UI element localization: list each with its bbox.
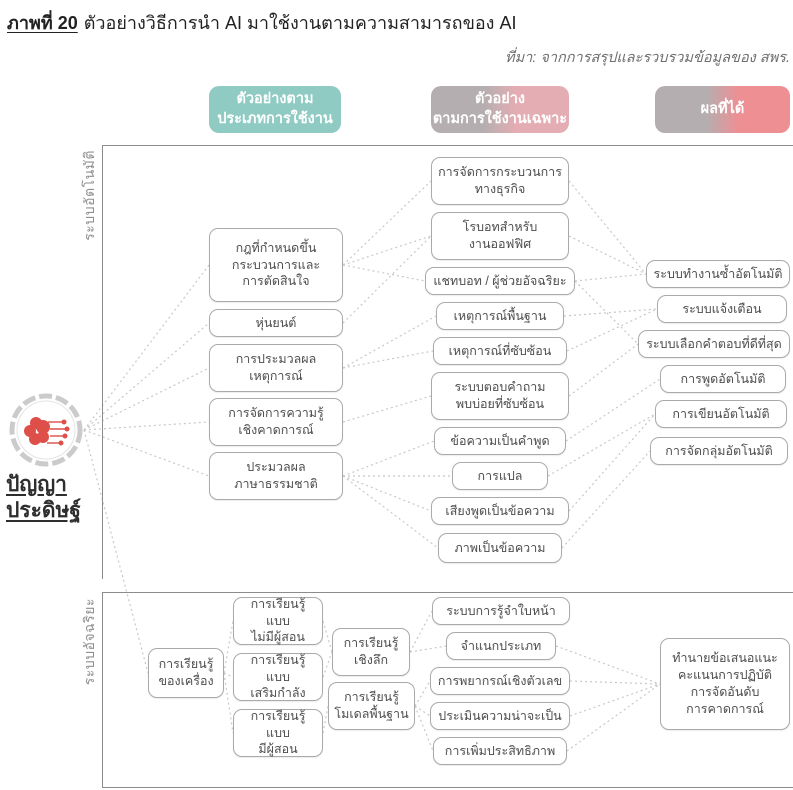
type-node-deep-learning: การเรียนรู้ เชิงลึก — [332, 628, 410, 676]
usage-node-speech-to-text: เสียงพูดเป็นข้อความ — [431, 497, 569, 525]
result-node-automated-repetitive-work: ระบบทำงานซ้ำอัตโนมัติ — [646, 260, 790, 288]
type-node-machine-learning: การเรียนรู้ ของเครื่อง — [148, 648, 224, 698]
usage-node-chatbot-assistant: แชทบอท / ผู้ช่วยอัจฉริยะ — [425, 267, 575, 295]
ai-brain-icon — [8, 392, 84, 468]
usage-node-face-recognition: ระบบการรู้จำใบหน้า — [432, 597, 570, 625]
usage-node-probability-estimation: ประเมินความน่าจะเป็น — [430, 702, 570, 730]
usage-node-complex-events: เหตุการณ์ที่ซับซ้อน — [433, 337, 567, 365]
result-node-alert-system: ระบบแจ้งเตือน — [657, 295, 787, 323]
type-node-rules-processes-decisions: กฎที่กำหนดขึ้น กระบวนการและ การตัดสินใจ — [209, 228, 343, 302]
type-node-foundation-model: การเรียนรู้ โมเดลพื้นฐาน — [328, 682, 415, 730]
section-automation-frame — [102, 145, 793, 579]
section-intelligent-frame — [102, 592, 793, 788]
result-node-automatic-speech: การพูดอัตโนมัติ — [660, 365, 786, 393]
type-node-natural-language-processing: ประมวลผล ภาษาธรรมชาติ — [209, 452, 343, 500]
usage-node-translation: การแปล — [452, 462, 548, 490]
usage-node-image-to-text: ภาพเป็นข้อความ — [438, 533, 562, 563]
usage-node-office-robot: โรบอทสำหรับ งานออฟฟิศ — [431, 212, 569, 260]
source-note: ที่มา: จากการสรุปและรวบรวมข้อมูลของ สพร. — [505, 50, 790, 66]
type-node-robots: หุ่นยนต์ — [209, 309, 343, 337]
result-node-automatic-writing: การเขียนอัตโนมัติ — [655, 400, 787, 428]
type-node-unsupervised-learning: การเรียนรู้แบบ ไม่มีผู้สอน — [233, 597, 323, 645]
usage-node-optimization: การเพิ่มประสิทธิภาพ — [433, 737, 567, 765]
section-label-intelligent: ระบบอัจฉริยะ — [81, 598, 97, 686]
usage-node-complex-faq-answering: ระบบตอบคำถาม พบบ่อยที่ซับซ้อน — [431, 372, 569, 420]
column-header-results: ผลที่ได้ — [655, 86, 790, 133]
usage-node-classification: จำแนกประเภท — [446, 632, 556, 660]
type-node-supervised-learning: การเรียนรู้แบบ มีผู้สอน — [233, 709, 323, 757]
type-node-predictive-knowledge: การจัดการความรู้ เชิงคาดการณ์ — [209, 398, 343, 446]
result-node-predictions-ranking-forecast: ทำนายข้อเสนอแนะ คะแนนการปฏิบัติ การจัดอั… — [660, 638, 790, 730]
figure-number: ภาพที่ 20 — [7, 13, 78, 33]
section-label-automation: ระบบอัตโนมัติ — [81, 150, 97, 241]
usage-node-numeric-forecasting: การพยากรณ์เชิงตัวเลข — [430, 667, 570, 695]
ai-label: ปัญญา ประดิษฐ์ — [6, 473, 81, 523]
type-node-event-processing: การประมวลผล เหตุการณ์ — [209, 344, 343, 392]
result-node-automatic-grouping: การจัดกลุ่มอัตโนมัติ — [650, 437, 788, 465]
figure-title-text: ตัวอย่างวิธีการนำ AI มาใช้งานตามความสามา… — [83, 13, 517, 33]
result-node-best-answer-selection: ระบบเลือกคำตอบที่ดีที่สุด — [638, 330, 790, 358]
usage-node-text-to-speech: ข้อความเป็นคำพูด — [434, 427, 566, 455]
usage-node-business-process-management: การจัดการกระบวนการ ทางธุรกิจ — [431, 157, 569, 205]
type-node-reinforcement-learning: การเรียนรู้แบบ เสริมกำลัง — [233, 653, 323, 701]
column-header-specific-usage: ตัวอย่าง ตามการใช้งานเฉพาะ — [431, 86, 569, 133]
usage-node-basic-events: เหตุการณ์พื้นฐาน — [436, 302, 564, 330]
column-header-usage-types: ตัวอย่างตาม ประเภทการใช้งาน — [209, 86, 341, 133]
